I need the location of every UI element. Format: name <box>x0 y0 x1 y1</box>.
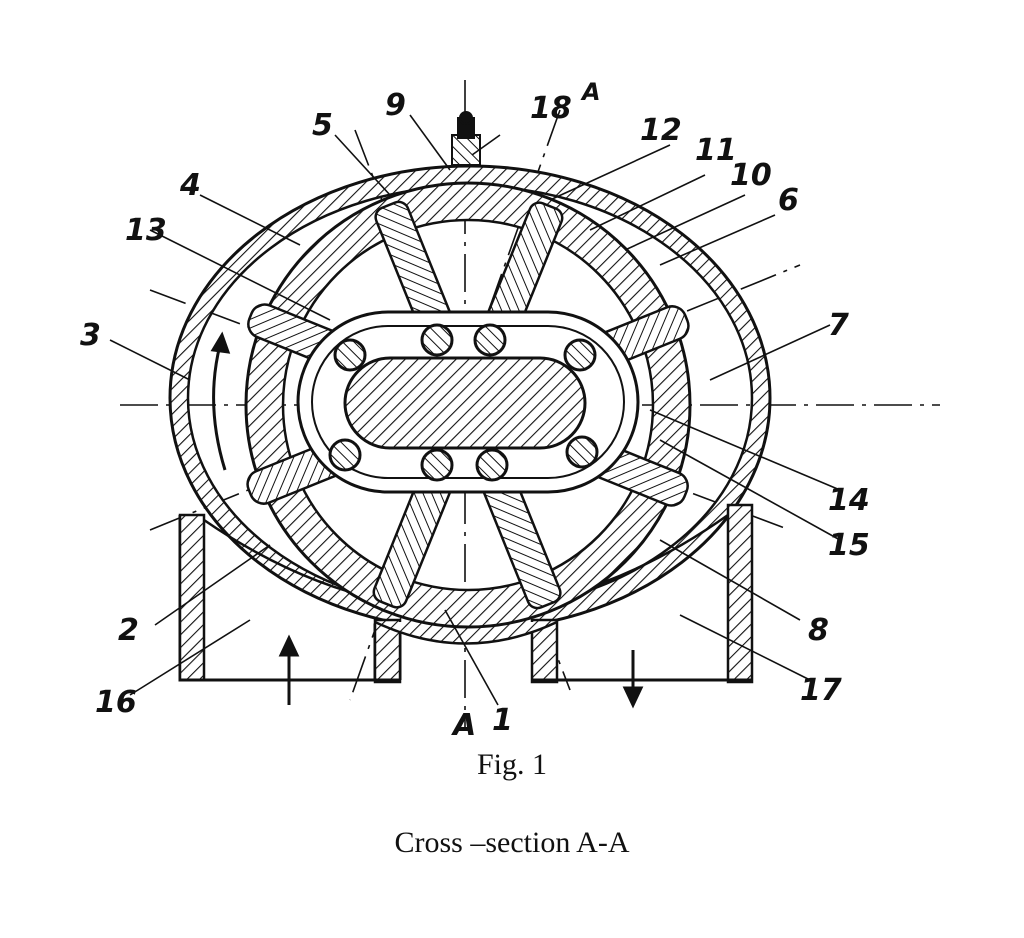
label-18: 18 <box>530 91 572 126</box>
flow-arrows <box>210 331 644 709</box>
figure-caption: Fig. 1 <box>476 748 548 781</box>
section-caption: Cross –section A-A <box>394 826 630 859</box>
rollers <box>328 323 599 482</box>
label-13: 13 <box>125 213 167 248</box>
leader-lines <box>109 114 841 706</box>
label-14: 14 <box>828 483 870 518</box>
label-5: 5 <box>312 108 333 143</box>
label-17: 17 <box>800 673 842 708</box>
label-4: 4 <box>179 168 201 203</box>
label-1: 1 <box>492 703 513 738</box>
label-10: 10 <box>730 158 772 193</box>
reference-numerals: 1 2 3 4 5 6 7 8 9 10 11 12 13 14 15 16 1… <box>80 78 870 743</box>
label-6: 6 <box>778 183 799 218</box>
label-11: 11 <box>695 133 737 168</box>
central-shaft <box>343 356 587 450</box>
top-fitting <box>451 111 481 166</box>
label-2: 2 <box>118 613 139 648</box>
label-7: 7 <box>828 308 849 343</box>
label-15: 15 <box>828 528 870 563</box>
label-16: 16 <box>95 685 137 720</box>
label-3: 3 <box>80 318 101 353</box>
section-mark-top: A <box>580 78 601 106</box>
label-9: 9 <box>385 88 406 123</box>
section-mark-bottom: A <box>451 708 476 743</box>
label-12: 12 <box>640 113 682 148</box>
label-8: 8 <box>808 613 829 648</box>
